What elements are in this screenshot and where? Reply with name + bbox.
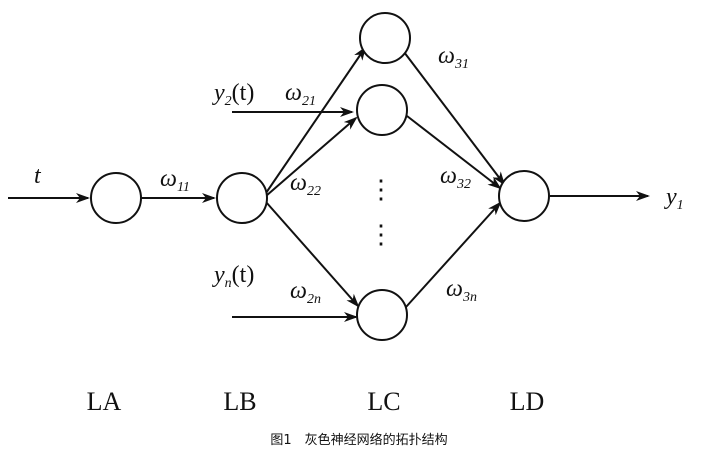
figure-caption: 图1 灰色神经网络的拓扑结构	[270, 432, 447, 448]
edge-lb-lcn	[265, 201, 360, 308]
vertical-dots: ⋮	[368, 220, 394, 249]
node-ld	[498, 170, 550, 222]
edge-lb-lc1	[265, 46, 367, 194]
layer-label-lc: LC	[367, 387, 400, 416]
input-y2-label: y2(t)	[212, 80, 254, 109]
weight-w21-label: ω21	[285, 80, 316, 109]
layer-label-la: LA	[87, 387, 122, 416]
edge-lb-lc2	[265, 116, 358, 197]
weight-w31-label: ω31	[438, 43, 469, 72]
edge-lc2-ld	[406, 115, 502, 190]
layer-label-lb: LB	[223, 387, 256, 416]
node-lb	[216, 172, 268, 224]
node-lcn	[356, 289, 408, 341]
input-t-label: t	[34, 163, 42, 189]
node-lc1	[359, 12, 411, 64]
weight-w3n-label: ω3n	[446, 276, 477, 305]
weight-w2n-label: ω2n	[290, 278, 321, 307]
layer-label-ld: LD	[510, 387, 545, 416]
weight-w32-label: ω32	[440, 163, 471, 192]
node-la	[90, 172, 142, 224]
weight-w11-label: ω11	[160, 166, 190, 195]
vertical-dots: ⋮	[368, 175, 394, 204]
output-y1-label: y1	[664, 184, 684, 213]
weight-w22-label: ω22	[290, 170, 321, 199]
edge-lcn-ld	[405, 201, 502, 308]
node-lc2	[356, 84, 408, 136]
edge-lc1-ld	[403, 51, 506, 186]
input-yn-label: yn(t)	[212, 262, 254, 291]
